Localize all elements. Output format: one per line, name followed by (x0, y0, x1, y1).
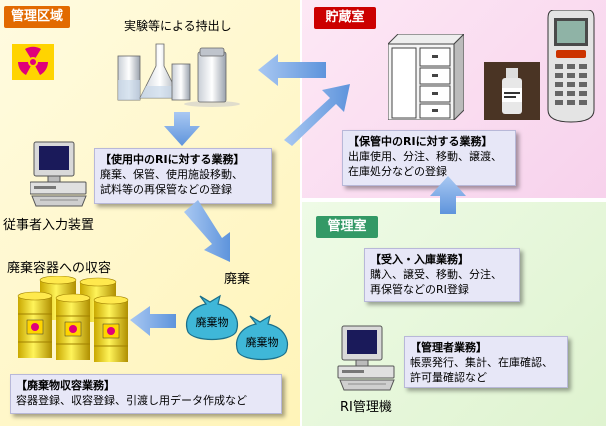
waste-collection-task-box: 【廃棄物収容業務】 容器登録、収容登録、引渡し用データ作成など (10, 374, 282, 414)
stored-ri-task-line: 出庫使用、分注、移動、譲渡、 (348, 150, 502, 163)
stored-ri-task-line: 在庫処分などの登録 (348, 165, 447, 178)
waste-drums-icon (12, 276, 132, 370)
experiment-label: 実験等による持出し (124, 19, 232, 33)
disposal-label: 廃棄 (224, 272, 251, 287)
terminal-label: 従事者入力装置 (3, 218, 95, 233)
storage-room-label: 貯蔵室 (314, 7, 376, 29)
stored-ri-task-title: 【保管中のRIに対する業務】 (348, 135, 493, 148)
waste-bag-label: 廃棄物 (245, 336, 279, 349)
storage-cabinet-icon (388, 34, 464, 120)
receiving-task-box: 【受入・入庫業務】 購入、譲受、移動、分注、 再保管などのRI登録 (364, 248, 520, 302)
ri-pc-label: RI管理機 (340, 400, 392, 415)
handheld-scanner-icon (546, 10, 596, 124)
ri-vial-photo (484, 62, 540, 120)
waste-storage-label: 廃棄容器への収容 (7, 261, 112, 276)
in-use-ri-task-line: 廃棄、保管、使用施設移動、 (100, 168, 243, 181)
lab-glassware-icon (112, 34, 242, 108)
stored-ri-task-box: 【保管中のRIに対する業務】 出庫使用、分注、移動、譲渡、 在庫処分などの登録 (342, 130, 516, 186)
admin-room-label: 管理室 (316, 216, 378, 238)
waste-bag-icon: 廃棄物 (182, 292, 242, 344)
manager-task-line: 許可量確認など (410, 371, 487, 384)
in-use-ri-task-line: 試料等の再保管などの登録 (100, 183, 232, 196)
in-use-ri-task-title: 【使用中のRIに対する業務】 (100, 153, 245, 166)
manager-task-box: 【管理者業務】 帳票発行、集計、在庫確認、 許可量確認など (404, 336, 568, 388)
manager-task-line: 帳票発行、集計、在庫確認、 (410, 356, 553, 369)
waste-bag-label: 廃棄物 (195, 316, 229, 329)
radiation-warning-icon (12, 44, 54, 80)
receiving-task-line: 購入、譲受、移動、分注、 (370, 268, 502, 281)
terminal-computer-icon (30, 140, 88, 208)
receiving-task-title: 【受入・入庫業務】 (370, 253, 469, 266)
waste-bag-icon: 廃棄物 (232, 312, 292, 364)
waste-collection-task-title: 【廃棄物収容業務】 (16, 379, 115, 392)
control-area-label: 管理区域 (4, 6, 70, 28)
ri-management-pc-icon (336, 324, 396, 392)
manager-task-title: 【管理者業務】 (410, 341, 487, 354)
waste-collection-task-line: 容器登録、収容登録、引渡し用データ作成など (16, 394, 247, 407)
in-use-ri-task-box: 【使用中のRIに対する業務】 廃棄、保管、使用施設移動、 試料等の再保管などの登… (94, 148, 272, 204)
receiving-task-line: 再保管などのRI登録 (370, 283, 469, 296)
